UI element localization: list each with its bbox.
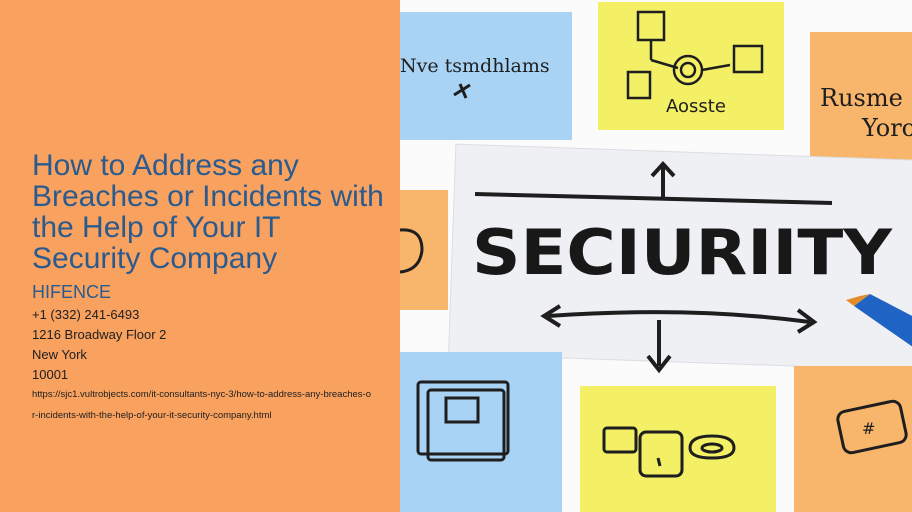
card-icon: # — [836, 399, 908, 455]
devices-icon — [602, 426, 736, 478]
page-title: How to Address any Breaches or Incidents… — [32, 149, 384, 275]
sticky-note-blue-bottom — [400, 352, 562, 512]
note-text-top-right-2: Yoro — [861, 114, 912, 142]
left-panel: How to Address any Breaches or Incidents… — [0, 0, 400, 512]
double-arrow-icon — [540, 304, 818, 334]
sticky-note-orange-left — [400, 190, 448, 310]
marker-icon — [846, 294, 912, 347]
phone-number: +1 (332) 241-6493 — [32, 307, 140, 322]
network-diagram-icon — [626, 10, 764, 100]
arrow-down-icon — [646, 320, 672, 374]
hero-image: Nve tsmdhlams Aosste Rusme Yoro — [400, 0, 912, 512]
note-text-top-center: Aosste — [666, 96, 726, 117]
sticky-note-orange-top — [810, 32, 912, 164]
note-text-top-left: Nve tsmdhlams — [400, 55, 550, 77]
article-url: https://sjc1.vultrobjects.com/it-consult… — [32, 389, 371, 421]
sticky-note-orange-bottom — [794, 366, 912, 512]
street-address: 1216 Broadway Floor 2 — [32, 327, 167, 342]
zip-code: 10001 — [32, 367, 69, 382]
sticky-note-yellow-top — [598, 2, 784, 130]
city: New York — [32, 347, 87, 362]
plane-icon — [453, 83, 471, 99]
svg-text:#: # — [862, 419, 875, 438]
company-name: HIFENCE — [32, 282, 112, 302]
security-heading: SECIURIITY — [472, 216, 893, 289]
tablet-icon — [416, 380, 510, 462]
sticky-note-blue-top — [400, 12, 572, 140]
note-text-top-right-1: Rusme — [820, 84, 903, 112]
card-top-rule — [474, 192, 833, 205]
shape-icon — [400, 228, 424, 274]
sticky-note-yellow-bottom — [580, 386, 776, 512]
arrow-up-icon — [650, 161, 676, 198]
